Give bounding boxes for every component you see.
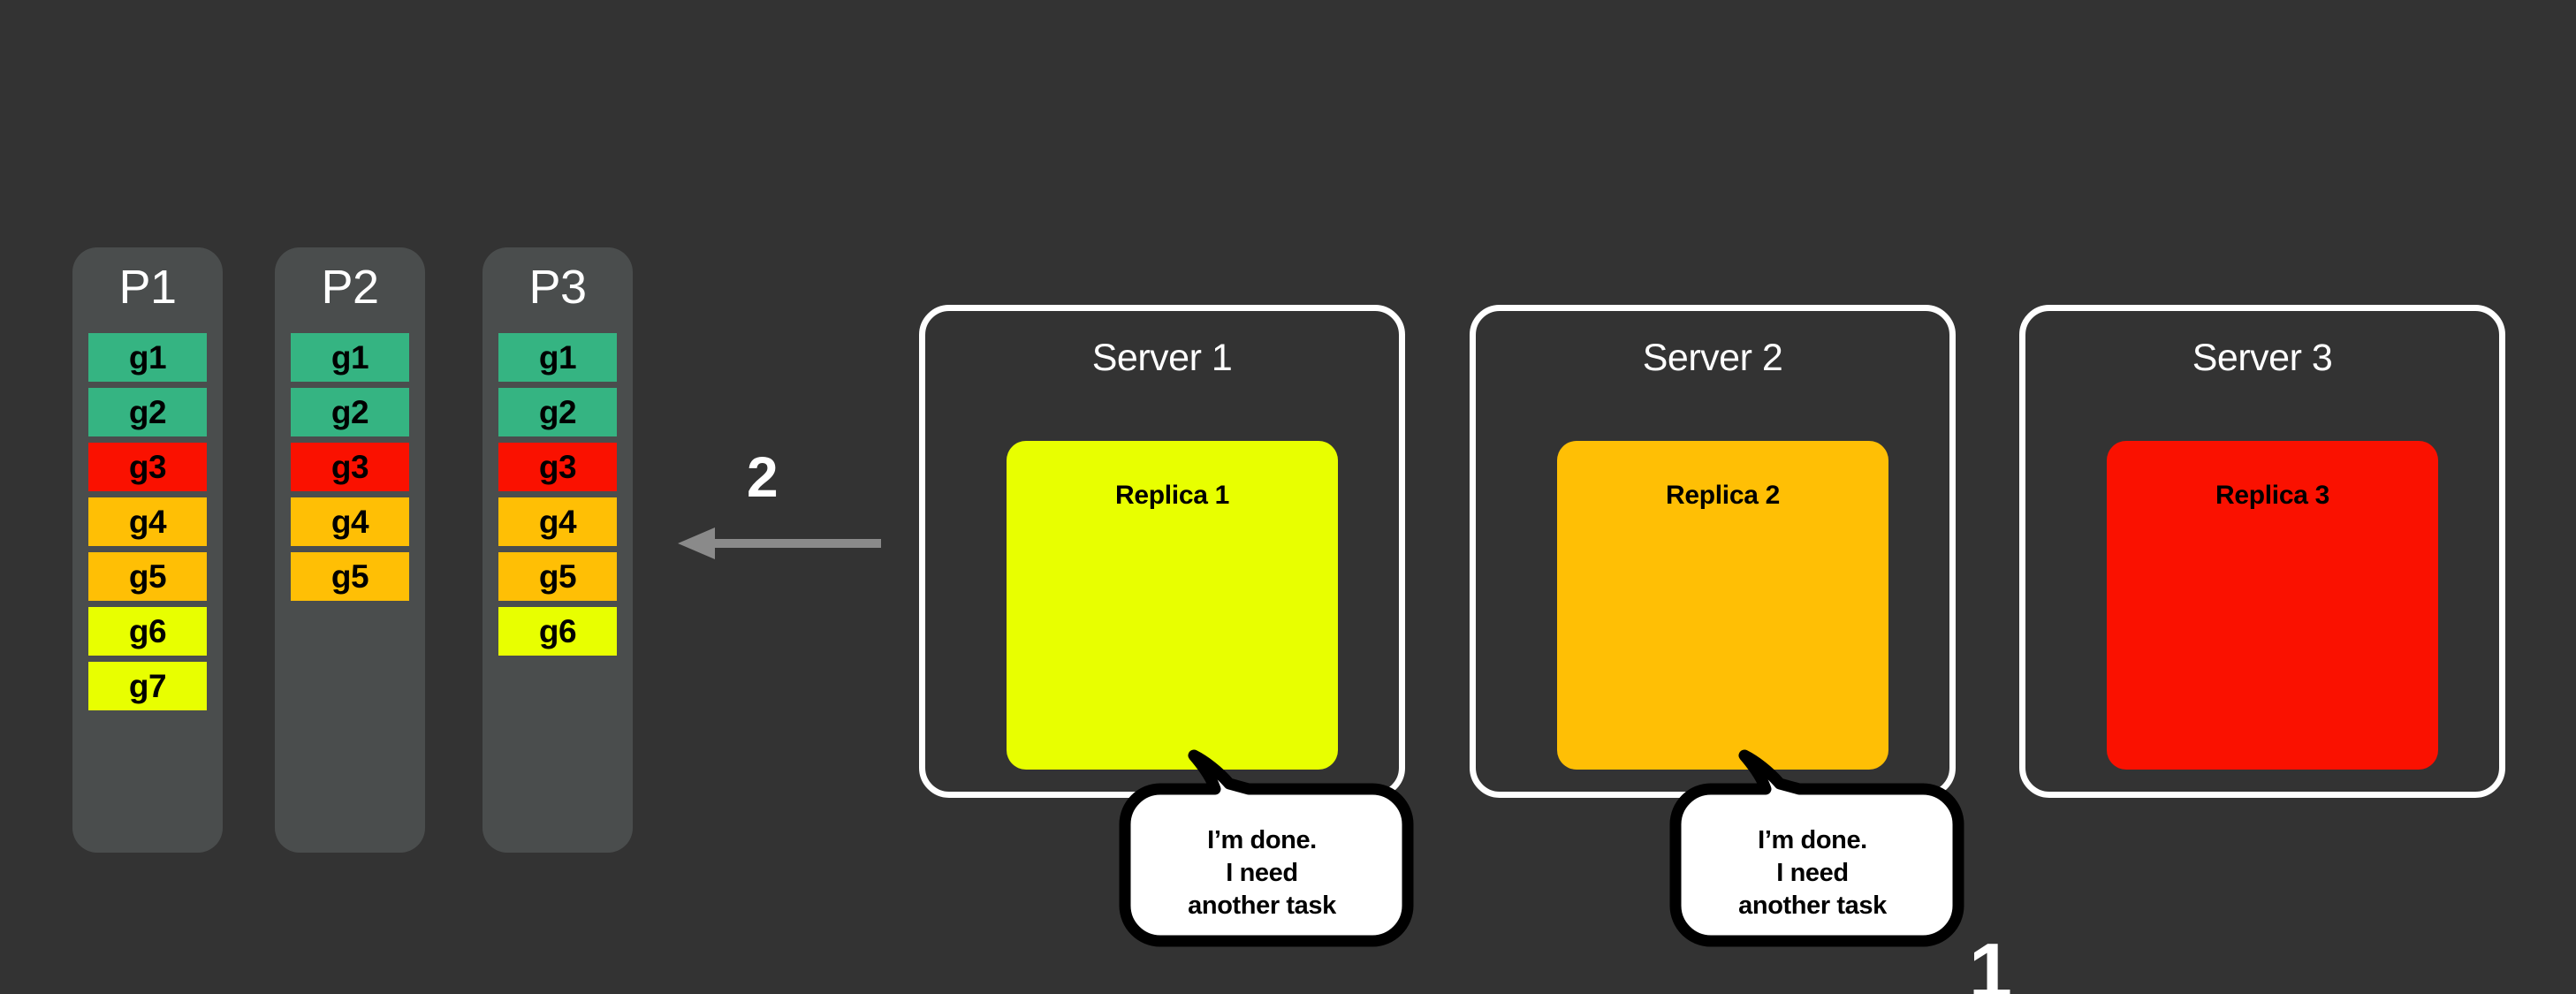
step-number-1: 1 xyxy=(1969,927,2012,994)
replica-label-3: Replica 3 xyxy=(2215,481,2330,510)
replica-label-2: Replica 2 xyxy=(1665,481,1781,510)
replica-box-1: Replica 1 xyxy=(1007,441,1338,770)
partition-cell: g7 xyxy=(88,662,207,710)
partition-cell: g4 xyxy=(291,497,409,546)
partition-cells-p3: g1 g2 g3 g4 g5 g6 xyxy=(498,333,617,662)
rebalance-arrow xyxy=(669,517,881,574)
partition-cell: g2 xyxy=(498,388,617,436)
server-title-2: Server 2 xyxy=(1642,337,1783,379)
server-box-3: Server 3 Replica 3 xyxy=(2019,305,2505,798)
partition-title-p1: P1 xyxy=(118,261,177,314)
speech-bubble-server-1: I’m done. I need another task xyxy=(1116,749,1414,947)
partition-panel-p2: P2 g1 g2 g3 g4 g5 xyxy=(275,247,425,853)
server-title-3: Server 3 xyxy=(2192,337,2333,379)
partition-cell: g1 xyxy=(498,333,617,382)
partition-panel-p1: P1 g1 g2 g3 g4 g5 g6 g7 xyxy=(72,247,223,853)
partition-cell: g3 xyxy=(291,443,409,491)
bubble-line-3: another task xyxy=(1188,892,1336,921)
speech-bubble-text-2: I’m done. I need another task xyxy=(1667,824,1958,922)
partition-cell: g1 xyxy=(291,333,409,382)
partition-cell: g4 xyxy=(88,497,207,546)
partition-cell: g1 xyxy=(88,333,207,382)
partition-cell: g6 xyxy=(88,607,207,656)
partition-cell: g6 xyxy=(498,607,617,656)
partition-cell: g4 xyxy=(498,497,617,546)
partition-cell: g5 xyxy=(498,552,617,601)
bubble-line-1: I’m done. xyxy=(1207,826,1317,854)
partition-cells-p1: g1 g2 g3 g4 g5 g6 g7 xyxy=(88,333,207,717)
bubble-line-3: another task xyxy=(1738,892,1887,921)
partition-cell: g5 xyxy=(291,552,409,601)
bubble-line-2: I need xyxy=(1226,859,1298,888)
replica-box-2: Replica 2 xyxy=(1557,441,1888,770)
partition-cell: g2 xyxy=(88,388,207,436)
server-box-2: Server 2 Replica 2 xyxy=(1470,305,1956,798)
partition-cell: g3 xyxy=(498,443,617,491)
bubble-line-2: I need xyxy=(1776,859,1849,888)
partition-cell: g2 xyxy=(291,388,409,436)
step-number-2: 2 xyxy=(747,445,779,509)
partition-cell: g5 xyxy=(88,552,207,601)
server-title-1: Server 1 xyxy=(1091,337,1233,379)
partition-title-p2: P2 xyxy=(321,261,379,314)
replica-box-3: Replica 3 xyxy=(2107,441,2438,770)
partition-cells-p2: g1 g2 g3 g4 g5 xyxy=(291,333,409,607)
partition-title-p3: P3 xyxy=(528,261,587,314)
partition-cell: g3 xyxy=(88,443,207,491)
replica-label-1: Replica 1 xyxy=(1114,481,1230,510)
speech-bubble-text-1: I’m done. I need another task xyxy=(1116,824,1408,922)
bubble-line-1: I’m done. xyxy=(1758,826,1867,854)
server-box-1: Server 1 Replica 1 xyxy=(919,305,1405,798)
speech-bubble-server-2: I’m done. I need another task xyxy=(1667,749,1964,947)
partition-panel-p3: P3 g1 g2 g3 g4 g5 g6 xyxy=(483,247,633,853)
